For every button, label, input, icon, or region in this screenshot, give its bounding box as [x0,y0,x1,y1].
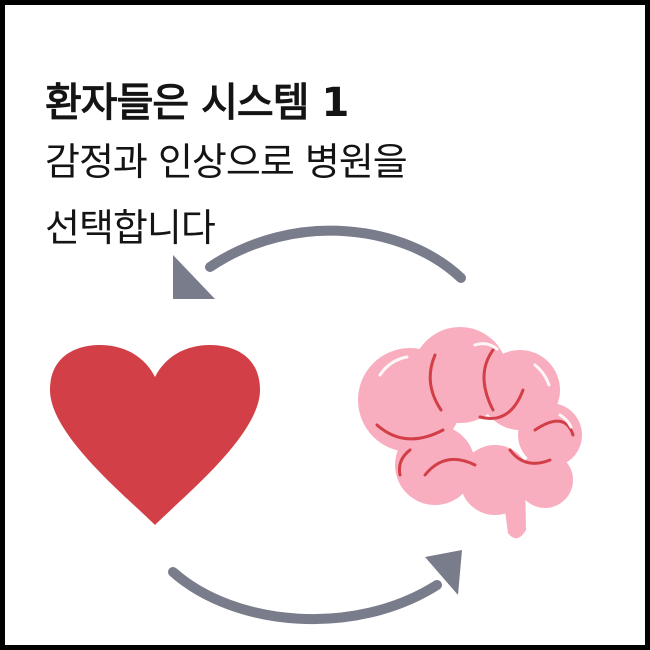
illustration [50,225,582,625]
headline: 환자들은 시스템 1 감정과 인상으로 병원을 선택합니다 [45,77,408,261]
heart-icon [50,345,260,525]
headline-line-2: 감정과 인상으로 병원을 [45,140,408,184]
infographic-card: 환자들은 시스템 1 감정과 인상으로 병원을 선택합니다 [5,5,645,645]
headline-line-1: 환자들은 시스템 1 [45,80,349,126]
brain-icon [358,327,582,539]
curved-arrow-left-icon [173,225,466,299]
curved-arrow-right-icon [168,550,462,625]
headline-line-3: 선택합니다 [45,206,216,250]
